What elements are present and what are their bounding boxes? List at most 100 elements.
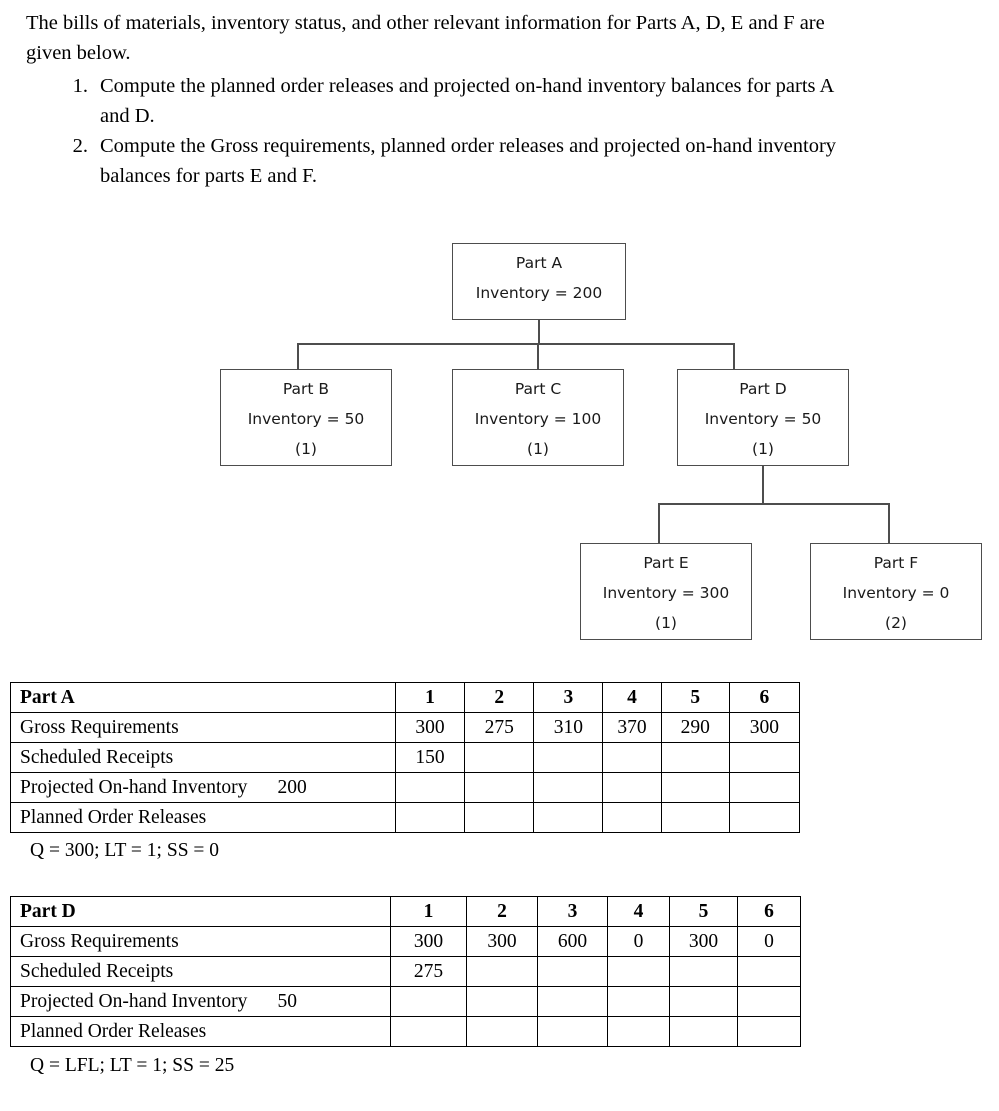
period-header-3: 3 (537, 896, 608, 927)
cell-on-hand-5[interactable] (669, 986, 738, 1017)
cell-gross-req-1[interactable]: 300 (390, 926, 467, 957)
task-item-2-text: Compute the Gross requirements, planned … (100, 135, 837, 187)
row-label-gross-requirements: Gross Requirements (10, 712, 396, 743)
cell-sched-rec-5[interactable] (669, 956, 738, 987)
cell-on-hand-1[interactable] (394, 772, 466, 803)
bom-node-part-a-inventory: Inventory = 200 (475, 284, 603, 302)
period-header-5: 5 (660, 682, 730, 713)
cell-on-hand-4[interactable] (607, 986, 670, 1017)
cell-gross-req-2[interactable]: 275 (464, 712, 535, 743)
cell-sched-rec-3[interactable] (533, 742, 604, 773)
cell-por-1[interactable] (394, 802, 466, 833)
cell-sched-rec-3[interactable] (537, 956, 608, 987)
cell-por-5[interactable] (660, 802, 730, 833)
cell-por-3[interactable] (533, 802, 604, 833)
cell-por-4[interactable] (607, 1016, 670, 1047)
task-item-1: 1. Compute the planned order releases an… (26, 71, 860, 131)
bom-node-part-a[interactable]: Part A Inventory = 200 (452, 243, 626, 320)
task-item-2: 2. Compute the Gross requirements, plann… (26, 131, 860, 191)
connector-to-part-f (888, 503, 890, 544)
cell-gross-req-5[interactable]: 300 (669, 926, 738, 957)
cell-sched-rec-4[interactable] (607, 956, 670, 987)
cell-sched-rec-6[interactable] (737, 956, 801, 987)
bom-node-part-d[interactable]: Part D Inventory = 50 (1) (677, 369, 849, 466)
period-header-2: 2 (466, 896, 538, 927)
cell-on-hand-6[interactable] (737, 986, 801, 1017)
cell-por-2[interactable] (464, 802, 535, 833)
period-header-6: 6 (737, 896, 801, 927)
bom-node-part-a-title: Part A (515, 254, 563, 272)
bom-node-part-b[interactable]: Part B Inventory = 50 (1) (220, 369, 392, 466)
bom-node-part-d-qty: (1) (752, 440, 774, 458)
cell-por-6[interactable] (737, 1016, 801, 1047)
connector-to-part-e (658, 503, 660, 544)
cell-on-hand-6[interactable] (728, 772, 801, 803)
bom-node-part-e-qty: (1) (655, 614, 677, 632)
cell-on-hand-2[interactable] (466, 986, 538, 1017)
bom-node-part-f-inventory: Inventory = 0 (842, 584, 950, 602)
cell-por-1[interactable] (390, 1016, 467, 1047)
cell-sched-rec-1[interactable]: 275 (390, 956, 467, 987)
connector-to-part-d (733, 343, 735, 369)
cell-gross-req-3[interactable]: 310 (533, 712, 604, 743)
bom-node-part-f[interactable]: Part F Inventory = 0 (2) (810, 543, 982, 640)
task-item-1-number: 1. (72, 75, 88, 97)
cell-on-hand-3[interactable] (537, 986, 608, 1017)
table-row: Scheduled Receipts 275 (10, 956, 801, 987)
connector-d-down (762, 466, 764, 504)
bom-node-part-c[interactable]: Part C Inventory = 100 (1) (452, 369, 624, 466)
table-row: Gross Requirements 300 300 600 0 300 0 (10, 926, 801, 957)
table-row: Planned Order Releases (10, 802, 801, 833)
row-label-text: Projected On-hand Inventory (20, 990, 248, 1012)
cell-on-hand-5[interactable] (660, 772, 730, 803)
period-header-3: 3 (533, 682, 604, 713)
cell-on-hand-2[interactable] (464, 772, 535, 803)
bom-node-part-d-inventory: Inventory = 50 (704, 410, 822, 428)
bom-node-part-c-inventory: Inventory = 100 (474, 410, 602, 428)
table-note-part-d: Q = LFL; LT = 1; SS = 25 (30, 1055, 235, 1076)
task-list: 1. Compute the planned order releases an… (26, 71, 886, 191)
cell-gross-req-3[interactable]: 600 (537, 926, 608, 957)
bom-node-part-e-inventory: Inventory = 300 (602, 584, 730, 602)
row-label-projected-on-hand: Projected On-hand Inventory 50 (10, 986, 391, 1017)
cell-gross-req-6[interactable]: 300 (728, 712, 801, 743)
period-header-1: 1 (394, 682, 466, 713)
cell-on-hand-3[interactable] (533, 772, 604, 803)
row-label-scheduled-receipts: Scheduled Receipts (10, 956, 391, 987)
cell-gross-req-4[interactable]: 370 (602, 712, 662, 743)
connector-level3-bus (658, 503, 890, 505)
cell-por-6[interactable] (728, 802, 801, 833)
connector-to-part-b (297, 343, 299, 369)
beginning-inventory-value: 50 (277, 990, 297, 1012)
row-label-scheduled-receipts: Scheduled Receipts (10, 742, 396, 773)
mrp-table-part-a: Part A 1 2 3 4 5 6 Gross Requirements 30… (10, 682, 801, 833)
cell-por-3[interactable] (537, 1016, 608, 1047)
cell-gross-req-4[interactable]: 0 (607, 926, 670, 957)
cell-por-2[interactable] (466, 1016, 538, 1047)
table-row: Scheduled Receipts 150 (10, 742, 801, 773)
cell-sched-rec-1[interactable]: 150 (394, 742, 466, 773)
cell-sched-rec-6[interactable] (728, 742, 801, 773)
bom-node-part-e[interactable]: Part E Inventory = 300 (1) (580, 543, 752, 640)
cell-sched-rec-2[interactable] (464, 742, 535, 773)
cell-gross-req-5[interactable]: 290 (660, 712, 730, 743)
cell-sched-rec-5[interactable] (660, 742, 730, 773)
cell-gross-req-6[interactable]: 0 (737, 926, 801, 957)
cell-on-hand-4[interactable] (602, 772, 662, 803)
intro-block: The bills of materials, inventory status… (26, 8, 886, 191)
bom-tree-diagram: Part A Inventory = 200 Part B Inventory … (220, 243, 982, 640)
cell-gross-req-2[interactable]: 300 (466, 926, 538, 957)
bom-node-part-b-title: Part B (282, 380, 330, 398)
task-item-1-text: Compute the planned order releases and p… (100, 75, 834, 127)
cell-gross-req-1[interactable]: 300 (394, 712, 466, 743)
bom-node-part-b-inventory: Inventory = 50 (247, 410, 365, 428)
cell-por-5[interactable] (669, 1016, 738, 1047)
cell-por-4[interactable] (602, 802, 662, 833)
cell-sched-rec-2[interactable] (466, 956, 538, 987)
cell-on-hand-1[interactable] (390, 986, 467, 1017)
row-label-planned-order-releases: Planned Order Releases (10, 802, 396, 833)
bom-node-part-e-title: Part E (643, 554, 689, 572)
bom-node-part-d-title: Part D (739, 380, 787, 398)
cell-sched-rec-4[interactable] (602, 742, 662, 773)
